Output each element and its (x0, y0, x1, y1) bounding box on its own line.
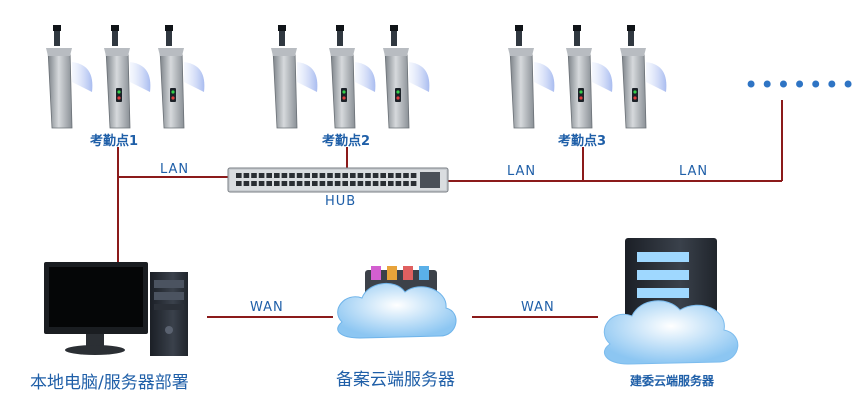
switch-port (312, 181, 318, 186)
build-cloud-label: 建委云端服务器 (630, 374, 715, 388)
turnstile-icon (508, 25, 666, 128)
switch-port (395, 173, 402, 178)
lan-wiring (117, 100, 783, 318)
attendance-site-1 (46, 25, 204, 128)
switch-port (281, 181, 288, 186)
switch-port (274, 181, 280, 186)
build-cloud-server-icon (603, 238, 739, 365)
switch-port (266, 181, 272, 186)
switch-port (388, 173, 394, 178)
switch-port (357, 173, 364, 178)
site-label-1: 考勤点1 (90, 134, 139, 149)
switch-port (334, 181, 341, 186)
switch-port (342, 173, 348, 178)
switch-port (410, 181, 417, 186)
switch-port (350, 181, 356, 186)
switch-port (334, 173, 341, 178)
switch-port (327, 181, 333, 186)
record-cloud-label: 备案云端服务器 (336, 370, 455, 390)
switch-port (342, 181, 348, 186)
switch-port (319, 181, 326, 186)
switch-port (274, 173, 280, 178)
switch-port (289, 181, 295, 186)
switch-port (350, 173, 356, 178)
switch-port (251, 173, 257, 178)
switch-port (365, 181, 371, 186)
local-computer-icon (44, 262, 188, 356)
switch-port (403, 181, 409, 186)
switch-port (296, 173, 303, 178)
switch-port (243, 181, 250, 186)
switch-port (296, 181, 303, 186)
attendance-site-3 (508, 25, 666, 128)
switch-port (281, 173, 288, 178)
switch-port (289, 173, 295, 178)
switch-port (372, 173, 379, 178)
switch-port (236, 173, 242, 178)
hub-switch-icon (227, 167, 449, 193)
turnstile-icon (271, 25, 429, 128)
switch-port (403, 173, 409, 178)
attendance-site-2 (271, 25, 429, 128)
lan-label-3: LAN (679, 164, 709, 179)
switch-port (258, 173, 265, 178)
switch-port (236, 181, 242, 186)
switch-port (395, 181, 402, 186)
site-label-2: 考勤点2 (322, 134, 371, 149)
switch-port (266, 173, 272, 178)
switch-port (388, 181, 394, 186)
switch-port (365, 173, 371, 178)
wan-label-2: WAN (521, 300, 555, 315)
switch-port (380, 181, 386, 186)
more-sites-indicator: ••••••• (744, 71, 858, 99)
local-server-label: 本地电脑/服务器部署 (30, 373, 189, 393)
switch-port (380, 173, 386, 178)
record-cloud-server-icon (337, 266, 457, 339)
site-label-3: 考勤点3 (558, 134, 607, 149)
turnstile-icon (46, 25, 204, 128)
switch-port (243, 173, 250, 178)
switch-port (357, 181, 364, 186)
lan-label-1: LAN (160, 162, 190, 177)
switch-port (327, 173, 333, 178)
hub-label: HUB (325, 194, 357, 209)
wan-label-1: WAN (250, 300, 284, 315)
switch-port (312, 173, 318, 178)
switch-port (258, 181, 265, 186)
switch-port (410, 173, 417, 178)
switch-port (319, 173, 326, 178)
switch-port (251, 181, 257, 186)
switch-port (304, 173, 310, 178)
switch-port (304, 181, 310, 186)
switch-port (372, 181, 379, 186)
lan-label-2: LAN (507, 164, 537, 179)
